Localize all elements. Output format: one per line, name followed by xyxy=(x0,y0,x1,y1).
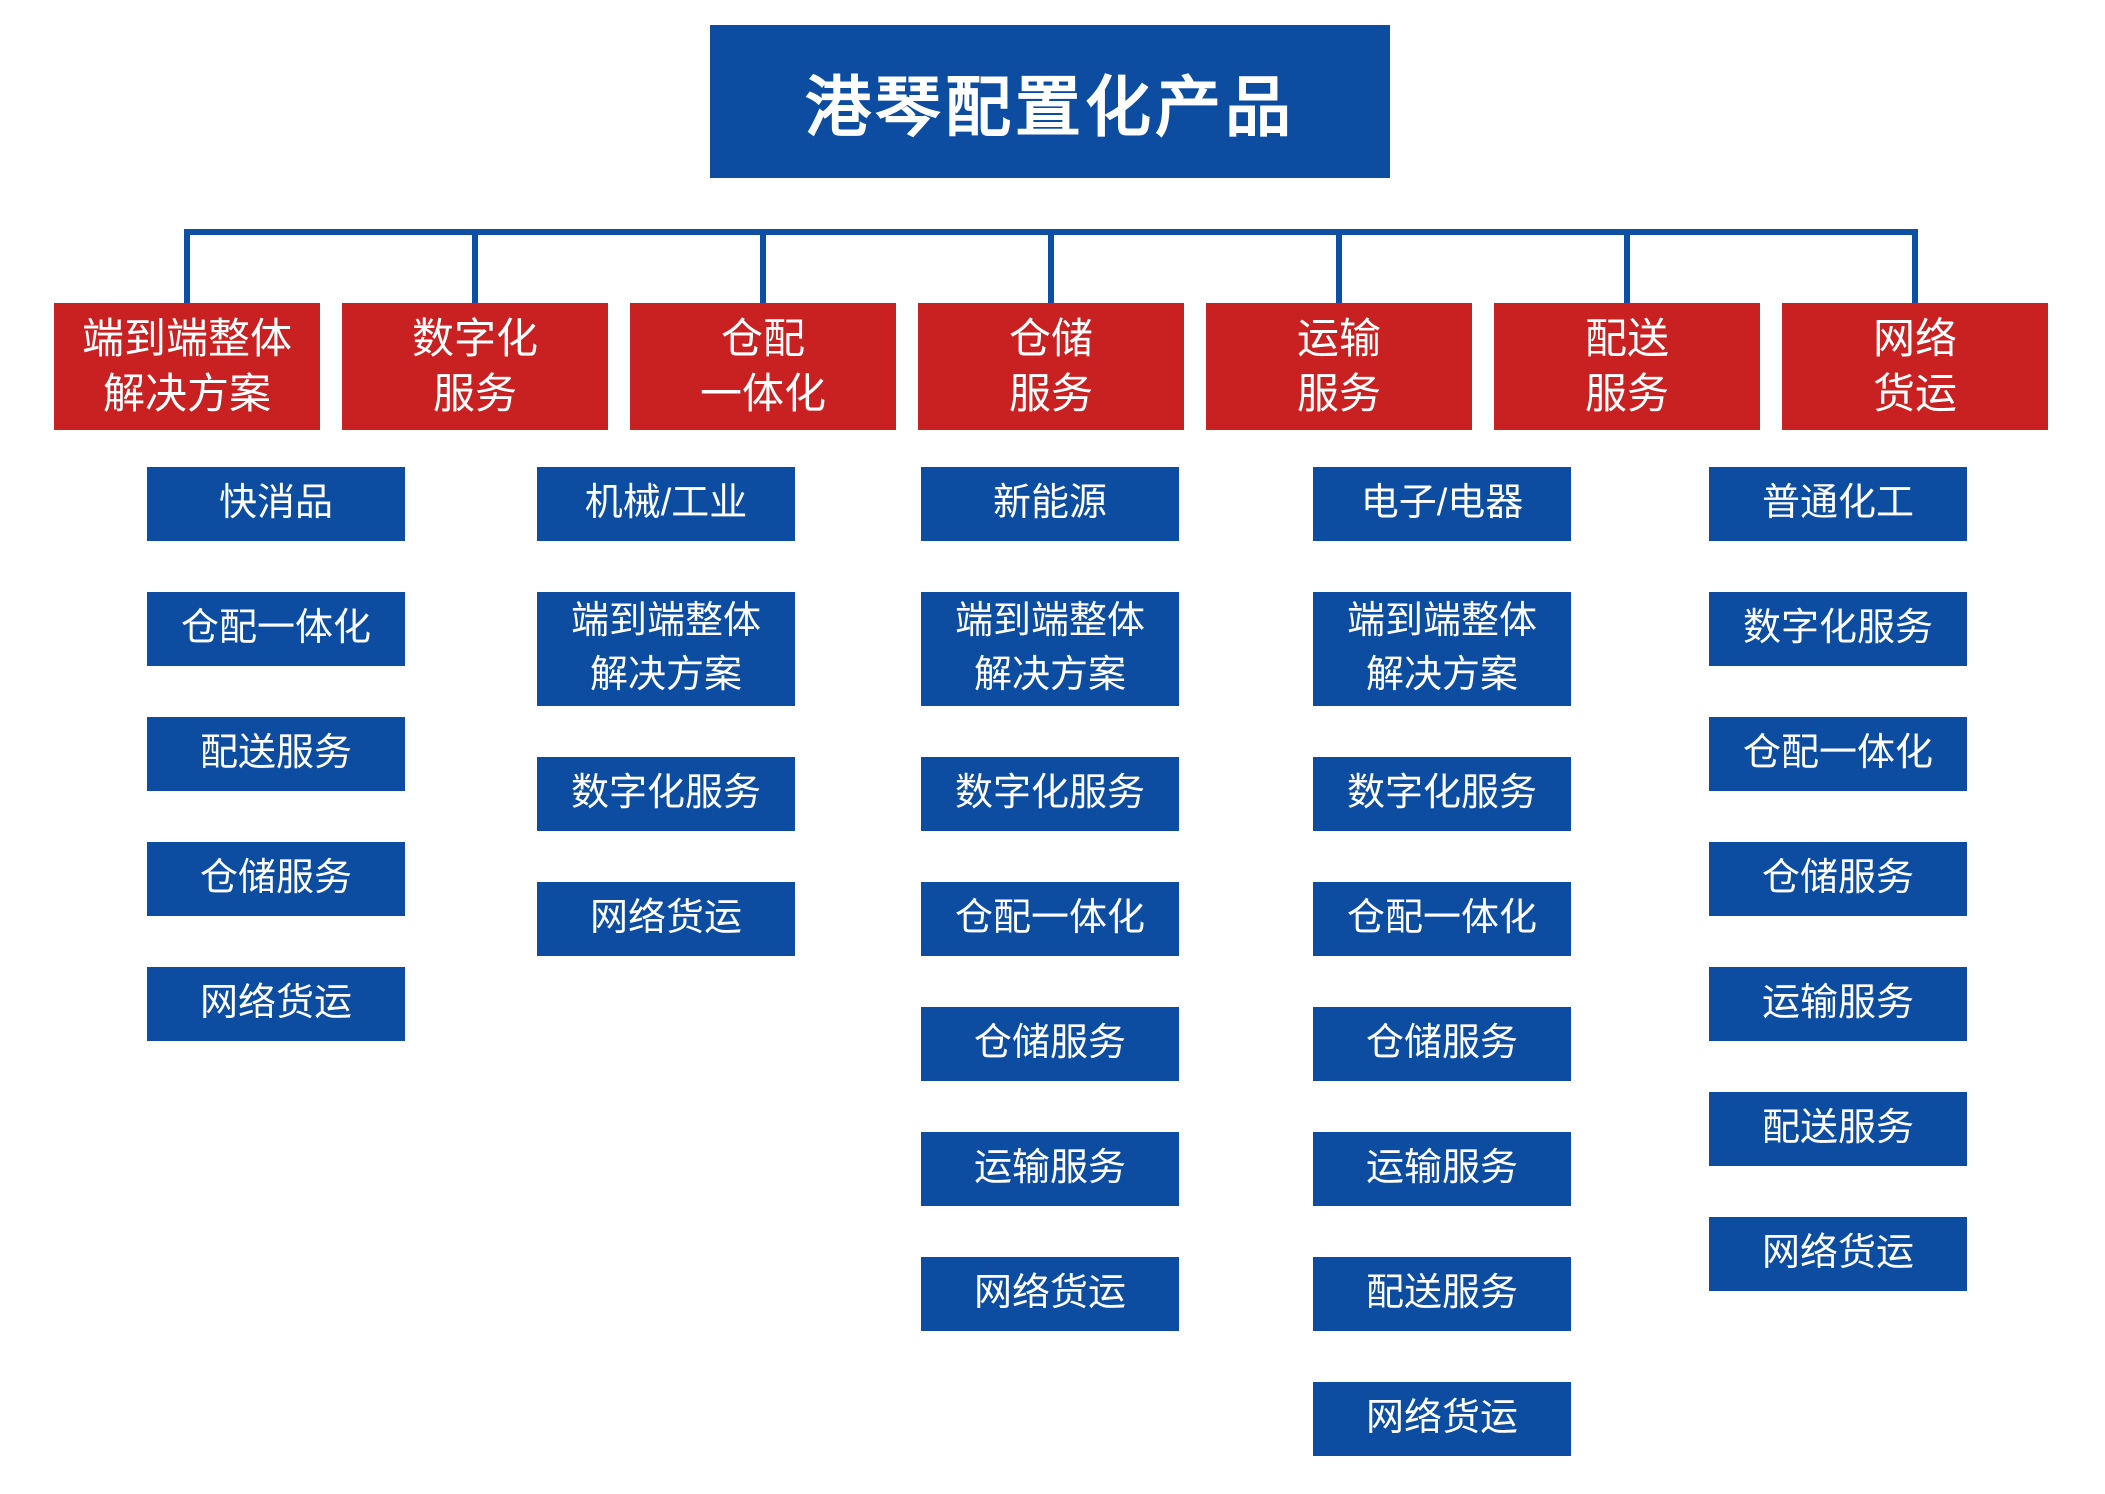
service-node-label: 运输服务 xyxy=(1761,982,1914,1025)
industry-node: 普通化工 xyxy=(1709,467,1967,541)
service-node: 配送服务 xyxy=(1709,1092,1967,1166)
connector-drop xyxy=(1336,229,1342,303)
service-node-label: 数字化服务 xyxy=(1346,772,1537,815)
service-node-label: 端到端整体 xyxy=(570,600,761,643)
service-node-label: 数字化服务 xyxy=(954,772,1145,815)
category-node-2: 数字化服务 xyxy=(342,303,608,430)
category-node-label: 仓配 xyxy=(720,314,805,362)
category-node-label: 配送 xyxy=(1584,314,1669,362)
service-node: 端到端整体解决方案 xyxy=(921,592,1179,706)
connector-drop xyxy=(472,229,478,303)
service-node: 仓配一体化 xyxy=(921,882,1179,956)
category-node-3: 仓配一体化 xyxy=(630,303,896,430)
service-node-label: 解决方案 xyxy=(589,654,742,696)
service-node: 仓储服务 xyxy=(1709,842,1967,916)
category-node-4: 仓储服务 xyxy=(918,303,1184,430)
service-node: 网络货运 xyxy=(1709,1217,1967,1291)
service-node-label: 配送服务 xyxy=(1761,1107,1914,1150)
industry-node-label: 机械/工业 xyxy=(584,482,748,525)
industry-node-label: 普通化工 xyxy=(1761,482,1914,525)
service-node-label: 端到端整体 xyxy=(954,600,1145,643)
service-node-label: 仓配一体化 xyxy=(1346,897,1537,940)
service-node-label: 网络货运 xyxy=(973,1272,1126,1315)
industry-node-label: 快消品 xyxy=(218,482,333,525)
service-node-label: 仓配一体化 xyxy=(1742,732,1933,775)
industry-node-label: 电子/电器 xyxy=(1360,482,1524,525)
service-node-label: 解决方案 xyxy=(973,654,1126,696)
service-node-label: 运输服务 xyxy=(973,1147,1126,1190)
service-node-label: 数字化服务 xyxy=(1742,607,1933,650)
service-node: 网络货运 xyxy=(537,882,795,956)
service-node-label: 配送服务 xyxy=(1365,1272,1518,1315)
service-node-label: 仓配一体化 xyxy=(180,607,371,650)
category-node-label: 货运 xyxy=(1872,369,1957,417)
category-node-5: 运输服务 xyxy=(1206,303,1472,430)
service-node: 端到端整体解决方案 xyxy=(537,592,795,706)
service-node: 数字化服务 xyxy=(1313,757,1571,831)
category-node-label: 服务 xyxy=(1008,369,1093,417)
category-node-1: 端到端整体解决方案 xyxy=(54,303,320,430)
category-node-6: 配送服务 xyxy=(1494,303,1760,430)
industry-node: 电子/电器 xyxy=(1313,467,1571,541)
service-node: 配送服务 xyxy=(147,717,405,791)
category-node-label: 服务 xyxy=(1584,369,1669,417)
root-node: 港琴配置化产品 xyxy=(710,25,1390,178)
service-node: 运输服务 xyxy=(1709,967,1967,1041)
service-node: 数字化服务 xyxy=(1709,592,1967,666)
service-node: 配送服务 xyxy=(1313,1257,1571,1331)
service-node-label: 端到端整体 xyxy=(1346,600,1537,643)
service-node-label: 仓储服务 xyxy=(1365,1022,1518,1065)
connector-drop xyxy=(1048,229,1054,303)
industry-node: 机械/工业 xyxy=(537,467,795,541)
service-node: 网络货运 xyxy=(1313,1382,1571,1456)
service-node-label: 运输服务 xyxy=(1365,1147,1518,1190)
category-node-label: 解决方案 xyxy=(102,369,271,417)
service-node: 网络货运 xyxy=(147,967,405,1041)
category-node-7: 网络货运 xyxy=(1782,303,2048,430)
category-node-label: 仓储 xyxy=(1008,314,1093,362)
service-node-label: 数字化服务 xyxy=(570,772,761,815)
service-node-label: 网络货运 xyxy=(1365,1397,1518,1440)
service-node: 仓配一体化 xyxy=(1709,717,1967,791)
root-node-label: 港琴配置化产品 xyxy=(805,69,1295,144)
service-node: 仓配一体化 xyxy=(1313,882,1571,956)
service-node: 仓储服务 xyxy=(147,842,405,916)
category-node-label: 数字化 xyxy=(411,314,538,362)
service-node-label: 仓储服务 xyxy=(973,1022,1126,1065)
industry-node: 快消品 xyxy=(147,467,405,541)
connector-drop xyxy=(1912,229,1918,303)
service-node: 运输服务 xyxy=(1313,1132,1571,1206)
category-node-label: 端到端整体 xyxy=(81,314,292,362)
service-node: 运输服务 xyxy=(921,1132,1179,1206)
service-node: 数字化服务 xyxy=(537,757,795,831)
service-node-label: 网络货运 xyxy=(1761,1232,1914,1275)
connector-drop xyxy=(184,229,190,303)
industry-node-label: 新能源 xyxy=(992,482,1107,525)
service-node: 仓储服务 xyxy=(921,1007,1179,1081)
service-node-label: 仓储服务 xyxy=(1761,857,1914,900)
service-node-label: 网络货运 xyxy=(199,982,352,1025)
service-node-label: 网络货运 xyxy=(589,897,742,940)
service-node: 数字化服务 xyxy=(921,757,1179,831)
service-node-label: 解决方案 xyxy=(1365,654,1518,696)
service-node: 仓储服务 xyxy=(1313,1007,1571,1081)
service-node: 端到端整体解决方案 xyxy=(1313,592,1571,706)
service-node-label: 仓储服务 xyxy=(199,857,352,900)
industry-node: 新能源 xyxy=(921,467,1179,541)
service-node: 网络货运 xyxy=(921,1257,1179,1331)
connector-drop xyxy=(760,229,766,303)
category-node-label: 服务 xyxy=(1296,369,1381,417)
category-node-label: 网络 xyxy=(1872,314,1957,362)
connector-drop xyxy=(1624,229,1630,303)
category-node-label: 运输 xyxy=(1296,314,1381,362)
service-node-label: 配送服务 xyxy=(199,732,352,775)
category-node-label: 一体化 xyxy=(699,369,826,417)
service-node: 仓配一体化 xyxy=(147,592,405,666)
service-node-label: 仓配一体化 xyxy=(954,897,1145,940)
category-node-label: 服务 xyxy=(432,369,517,417)
